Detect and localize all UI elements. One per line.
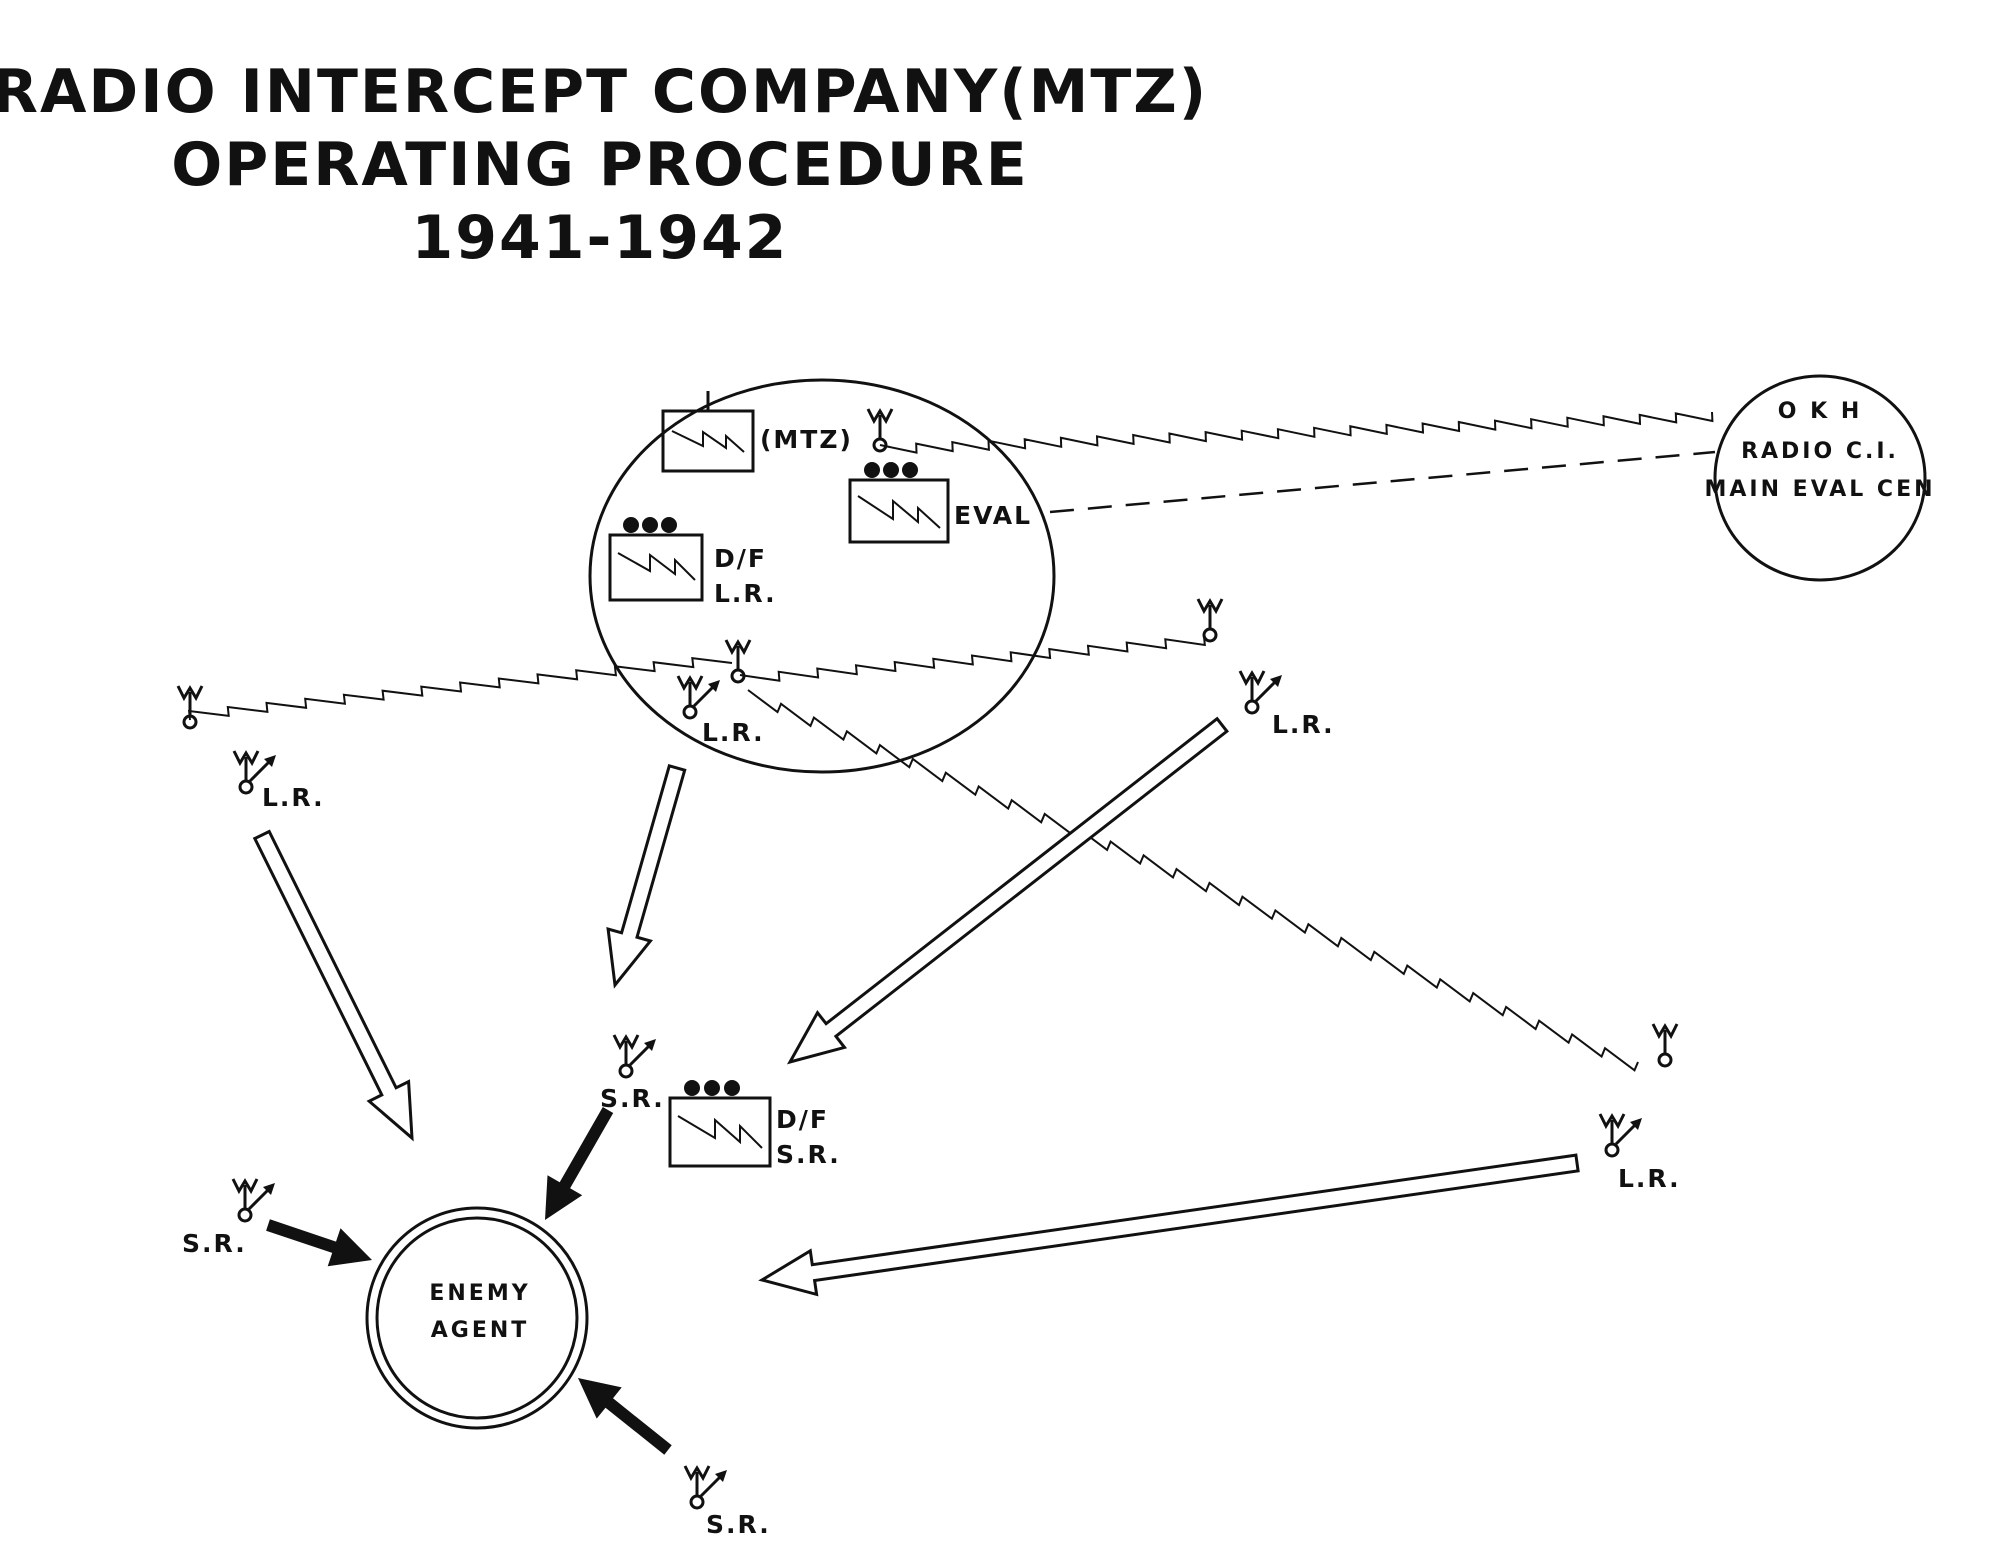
arrow-left-lr-to-agent	[252, 829, 414, 1142]
title-line-1: RADIO INTERCEPT COMPANY(MTZ)	[0, 57, 1208, 127]
antenna-sr-left	[231, 1178, 275, 1223]
company-headquarters-circle	[588, 378, 1056, 774]
df-short-range-unit: D/F S.R.	[668, 1080, 841, 1169]
radio-links	[187, 411, 1714, 1072]
arrow-sr-middle-to-agent	[545, 1107, 614, 1220]
df-sr-label-2: S.R.	[776, 1140, 841, 1169]
radio-link-mtz-okh	[879, 411, 1714, 454]
mtz-command-unit: (MTZ)	[661, 391, 853, 473]
arrow-right-lr-to-df-sr	[786, 716, 1230, 1065]
title-line-3: 1941-1942	[412, 203, 789, 273]
antenna-far-right-relay	[1651, 1023, 1679, 1068]
title-line-2: OPERATING PROCEDURE	[171, 130, 1028, 200]
okh-main-evaluation-center: O K H RADIO C.I. MAIN EVAL CEN	[1704, 374, 1935, 582]
df-sr-label-1: D/F	[776, 1105, 829, 1134]
antenna-center-lr	[676, 675, 720, 720]
lr-center-label: L.R.	[702, 718, 765, 747]
enemy-agent: ENEMY AGENT	[365, 1206, 589, 1430]
radio-signal-icon	[671, 430, 745, 453]
radio-signal-icon	[677, 1115, 763, 1149]
lr-left-label: L.R.	[262, 783, 325, 812]
evaluation-unit: EVAL	[848, 462, 1032, 544]
arrow-center-to-sr-station	[606, 763, 687, 989]
antenna-right-relay	[1196, 598, 1224, 643]
radio-link-center-right	[739, 635, 1206, 682]
wire-link-eval-okh	[1049, 450, 1716, 514]
sr-bottom-label: S.R.	[706, 1510, 771, 1539]
arrow-sr-left-to-agent	[266, 1219, 372, 1267]
arrow-far-right-lr-to-agent	[758, 1153, 1580, 1297]
radio-signal-icon	[617, 552, 696, 581]
radio-link-center-far-right	[747, 689, 1639, 1072]
eval-label: EVAL	[954, 501, 1032, 530]
df-lr-label-2: L.R.	[714, 579, 777, 608]
antenna-center-relay	[724, 639, 752, 684]
okh-label-3: MAIN EVAL CEN	[1704, 477, 1935, 502]
lr-right-label: L.R.	[1272, 710, 1335, 739]
radio-link-center-left	[187, 656, 733, 721]
sr-left-label: S.R.	[182, 1229, 247, 1258]
sr-middle-label: S.R.	[600, 1084, 665, 1113]
okh-label-2: RADIO C.I.	[1741, 439, 1899, 464]
enemy-label-1: ENEMY	[429, 1281, 530, 1306]
arrow-sr-bottom-to-agent	[578, 1378, 672, 1455]
lr-far-right-label: L.R.	[1618, 1164, 1681, 1193]
df-long-range-unit: D/F L.R.	[608, 517, 777, 608]
antenna-left-lr	[232, 750, 276, 795]
tasking-arrows	[252, 716, 1580, 1455]
mtz-label: (MTZ)	[760, 425, 853, 454]
antenna-sr-middle	[612, 1034, 656, 1079]
antenna-right-lr	[1238, 670, 1282, 715]
antenna-left-relay	[176, 685, 204, 730]
radio-signal-icon	[857, 495, 941, 529]
enemy-label-2: AGENT	[431, 1318, 530, 1343]
antenna-far-right-lr	[1598, 1113, 1642, 1158]
okh-label-1: O K H	[1778, 399, 1862, 424]
antenna-mtz	[866, 408, 894, 453]
antenna-sr-bottom	[683, 1465, 727, 1510]
antenna-stations	[176, 408, 1679, 1510]
df-lr-label-1: D/F	[714, 544, 767, 573]
